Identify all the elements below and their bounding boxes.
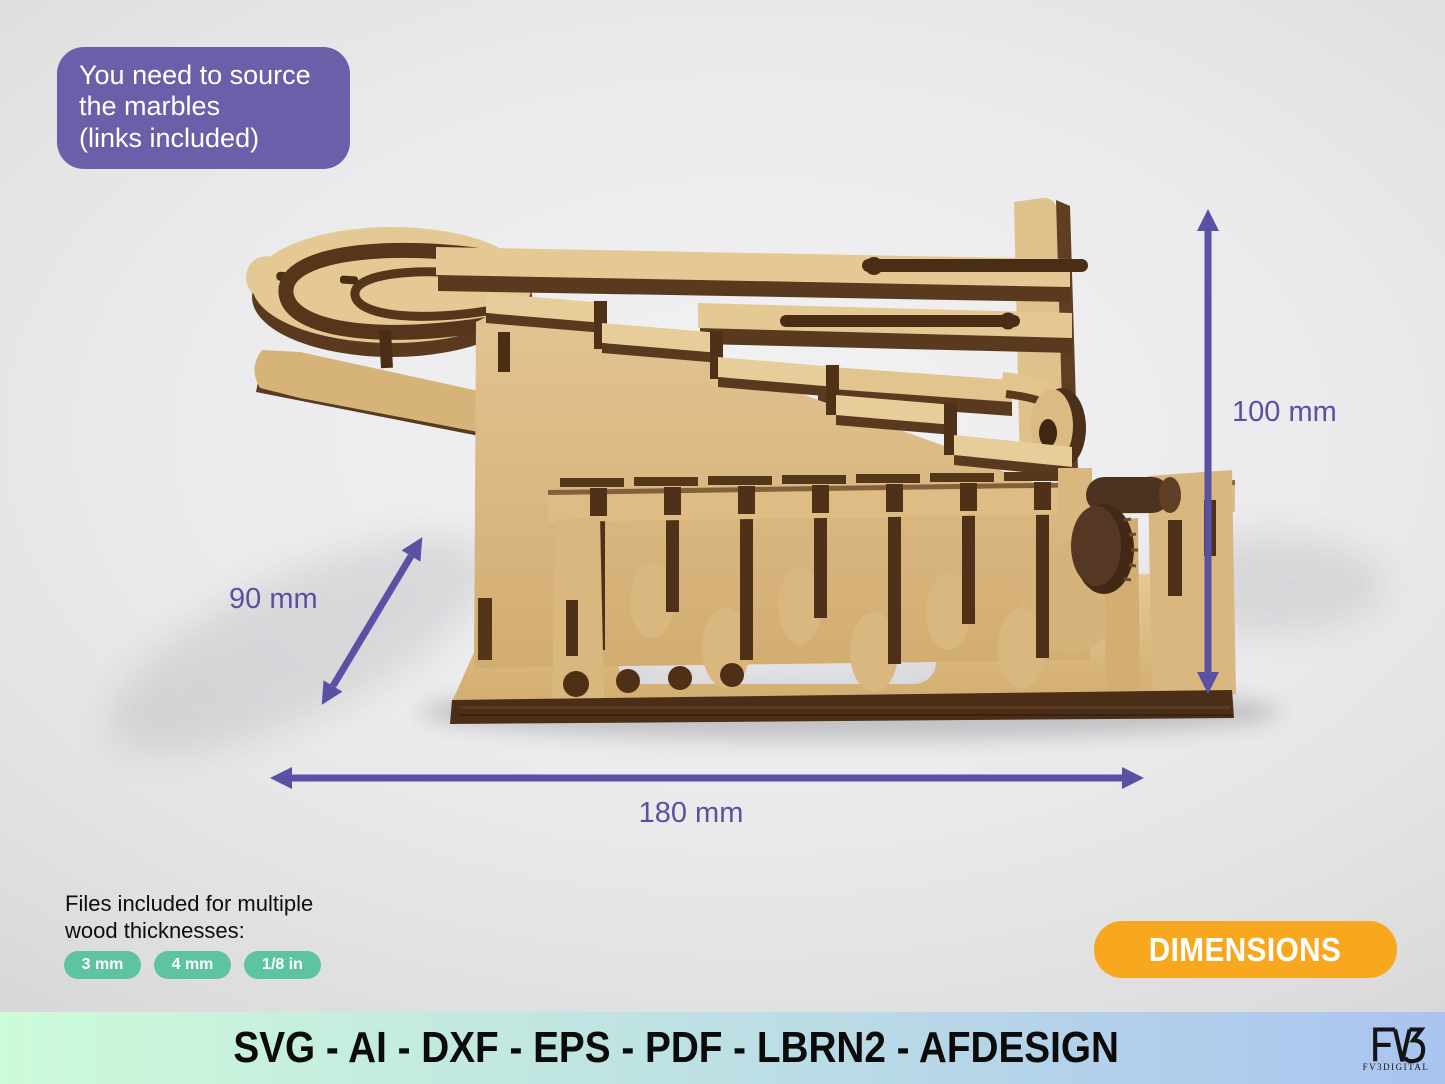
- formats-list: SVG - AI - DXF - EPS - PDF - LBRN2 - AFD…: [233, 1023, 1120, 1072]
- dimension-arrows: [270, 209, 1219, 789]
- files-note: Files included for multiple wood thickne…: [65, 891, 314, 943]
- thickness-badge-4mm: 4 mm: [154, 951, 231, 979]
- machine: [245, 197, 1236, 724]
- thickness-badge-eighth-inch: 1/8 in: [244, 951, 321, 979]
- fv3-logo-text: FV3DIGITAL: [1362, 1061, 1430, 1072]
- depth-arrow: [321, 537, 423, 705]
- height-label: 100 mm: [1232, 396, 1337, 428]
- marbles-note: You need to source the marbles (links in…: [57, 47, 350, 169]
- dimensions-button[interactable]: DIMENSIONS: [1094, 921, 1397, 978]
- depth-label: 90 mm: [229, 583, 318, 615]
- fv3-logo-icon: [1373, 1026, 1426, 1063]
- width-label: 180 mm: [638, 797, 744, 829]
- thickness-badge-3mm: 3 mm: [64, 951, 141, 979]
- dimensions-button-label: DIMENSIONS: [1149, 930, 1342, 968]
- fv3-logo: FV3DIGITAL: [1353, 1025, 1439, 1072]
- format-bar: SVG - AI - DXF - EPS - PDF - LBRN2 - AFD…: [0, 1012, 1445, 1084]
